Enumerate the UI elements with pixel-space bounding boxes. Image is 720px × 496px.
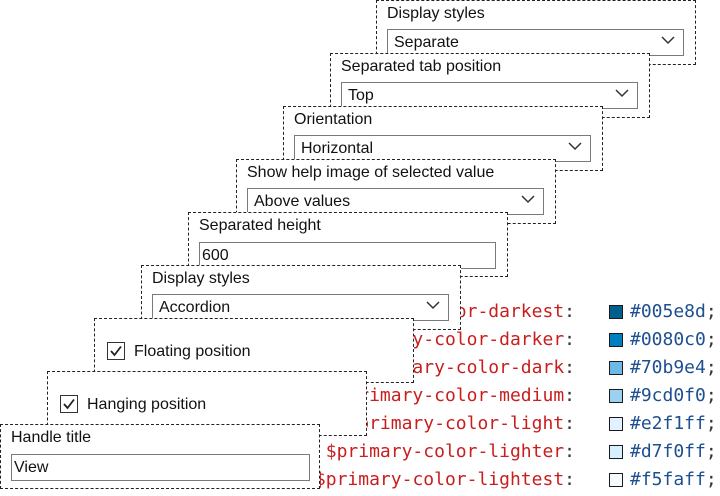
floating-position-checkbox[interactable] <box>107 342 125 360</box>
select-value: Top <box>348 87 374 104</box>
code-variable: $primary-color-lighter <box>325 441 565 462</box>
checkmark-icon <box>63 398 75 410</box>
code-semicolon: ; <box>705 301 717 322</box>
code-colon: : <box>564 329 575 350</box>
code-hex-value: #f5faff <box>630 469 706 490</box>
handle-title-input[interactable] <box>12 458 297 478</box>
code-colon: : <box>564 301 575 322</box>
code-colon: : <box>564 385 575 406</box>
separated-height-field[interactable] <box>199 242 496 269</box>
chevron-down-icon <box>568 142 582 151</box>
handle-title-panel: Handle title <box>0 424 320 489</box>
chevron-down-icon <box>521 195 535 204</box>
color-swatch <box>609 361 623 375</box>
code-colon: : <box>564 357 575 378</box>
code-line: $primary-color-darker: #0080c0; <box>0 328 720 356</box>
code-hex-value: #9cd0f0 <box>630 385 706 406</box>
code-colon: : <box>564 413 575 434</box>
code-variable: $primary-color-medium <box>336 385 565 406</box>
orientation-label: Orientation <box>294 111 373 128</box>
floating-position-label: Floating position <box>134 343 251 360</box>
color-swatch <box>609 333 623 347</box>
orientation-select[interactable]: Horizontal <box>294 135 591 162</box>
select-value: Separate <box>394 34 459 51</box>
color-swatch <box>609 389 623 403</box>
checkmark-icon <box>110 345 122 357</box>
code-colon: : <box>564 469 575 490</box>
code-hex-value: #0080c0 <box>630 329 706 350</box>
display-styles-select[interactable]: Accordion <box>152 294 449 321</box>
code-colon: : <box>564 441 575 462</box>
code-hex-value: #e2f1ff <box>630 413 706 434</box>
chevron-down-icon <box>426 301 440 310</box>
help-image-select[interactable]: Above values <box>247 188 544 215</box>
code-semicolon: ; <box>705 357 717 378</box>
separated-tab-position-label: Separated tab position <box>341 58 502 75</box>
separated-height-input[interactable] <box>200 246 483 266</box>
code-semicolon: ; <box>705 469 717 490</box>
color-swatch <box>609 305 623 319</box>
code-variable: $primary-color-lightest <box>314 469 565 490</box>
code-semicolon: ; <box>705 329 717 350</box>
display-styles-select[interactable]: Separate <box>387 29 684 56</box>
separated-height-label: Separated height <box>199 217 321 234</box>
select-value: Accordion <box>159 299 231 316</box>
code-line: $primary-color-lightest: #f5faff; <box>0 468 720 496</box>
display-styles-label: Display styles <box>152 270 250 287</box>
select-value: Horizontal <box>301 140 374 157</box>
help-image-label: Show help image of selected value <box>247 164 495 181</box>
code-semicolon: ; <box>705 385 717 406</box>
separated-tab-position-select[interactable]: Top <box>341 82 638 109</box>
code-hex-value: #005e8d <box>630 301 706 322</box>
code-line: $primary-color-medium: #9cd0f0; <box>0 384 720 412</box>
code-hex-value: #70b9e4 <box>630 357 706 378</box>
code-line: $primary-color-lighter: #d7f0ff; <box>0 440 720 468</box>
chevron-down-icon <box>615 89 629 98</box>
select-value: Above values <box>254 193 351 210</box>
handle-title-field[interactable] <box>11 454 310 481</box>
code-semicolon: ; <box>705 441 717 462</box>
code-hex-value: #d7f0ff <box>630 441 706 462</box>
hanging-position-checkbox[interactable] <box>60 395 78 413</box>
code-semicolon: ; <box>705 413 717 434</box>
code-variable: $primary-color-light <box>347 413 565 434</box>
code-line: $primary-color-light: #e2f1ff; <box>0 412 720 440</box>
color-swatch <box>609 417 623 431</box>
handle-title-label: Handle title <box>11 429 92 446</box>
color-swatch <box>609 473 623 487</box>
chevron-down-icon <box>661 36 675 45</box>
display-styles-label: Display styles <box>387 5 485 22</box>
color-swatch <box>609 445 623 459</box>
hanging-position-label: Hanging position <box>87 396 207 413</box>
